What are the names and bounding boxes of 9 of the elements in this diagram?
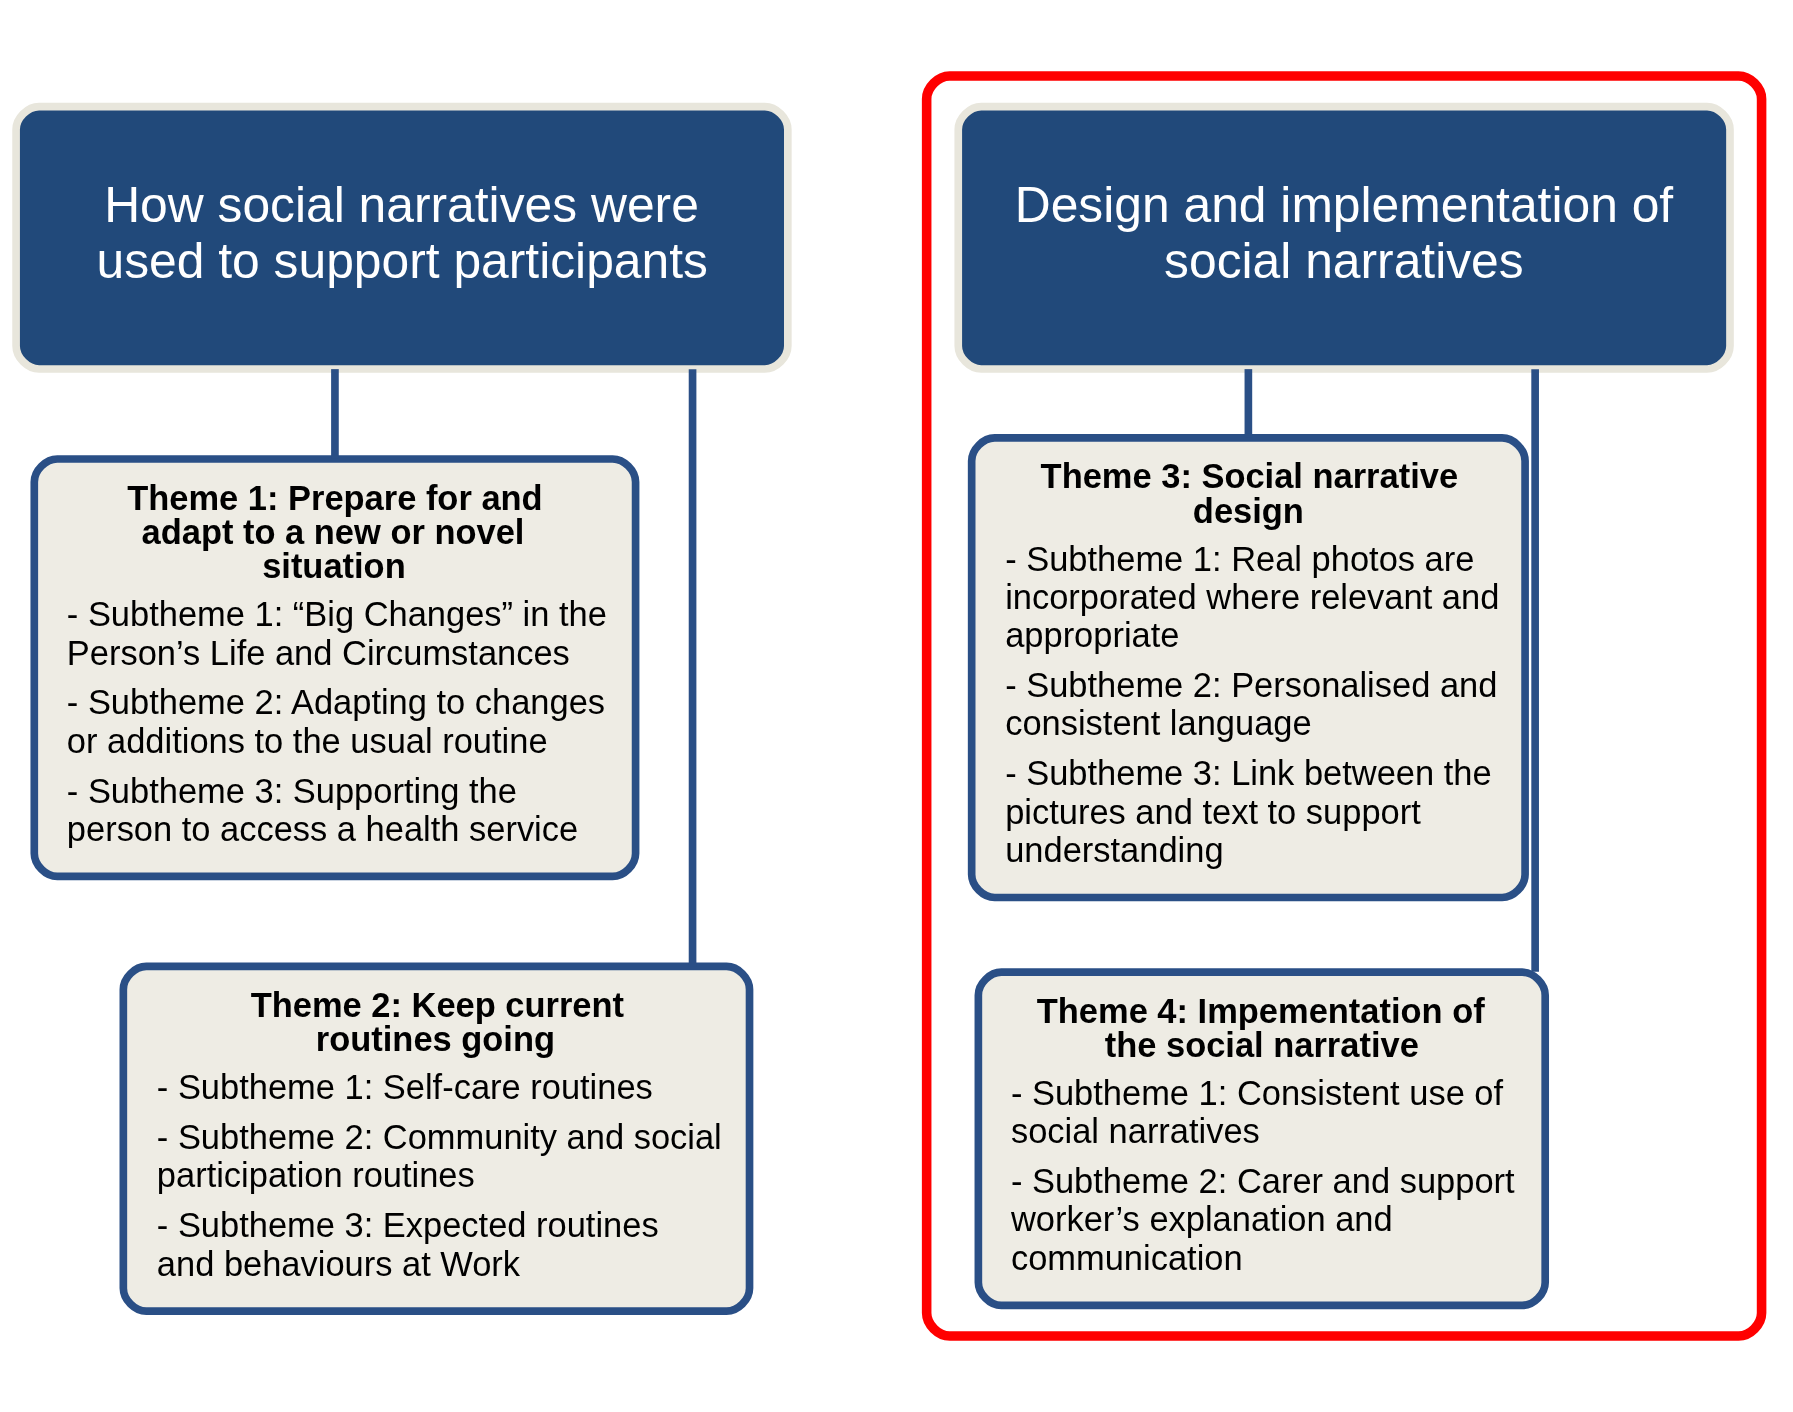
node-box: Theme 2: Keep current routines going - Subtheme 1: Self-care routines - Subtheme 2: Community and social participation routines - Subtheme 3: Expected routines and behaviours at Work — [119, 962, 754, 1315]
node-box: How social narratives were used to support participants — [12, 102, 792, 373]
node-box: Theme 3: Social narrative design - Subtheme 1: Real photos are incorporated where relevant and appropriate - Subtheme 2: Personalised and consistent language - Subtheme 3: Link between the pictures and text to support understanding — [967, 434, 1529, 902]
node-box: Theme 4: Impementation of the social narrative - Subtheme 1: Consistent use of social narratives - Subtheme 2: Carer and support worker’s explanation and communication — [974, 968, 1549, 1310]
node-box: Design and implementation of social narratives — [954, 102, 1734, 373]
connector — [1531, 369, 1539, 972]
cluster — [921, 71, 1767, 1341]
node-box: Theme 1: Prepare for and adapt to a new or novel situation - Subtheme 1: “Big Changes” in the Person’s Life and Circumstances - Subtheme 2: Adapting to changes or additions to the usual routine - Subtheme 3: Supporting the person to access a health service — [30, 455, 640, 881]
connector — [331, 369, 339, 459]
